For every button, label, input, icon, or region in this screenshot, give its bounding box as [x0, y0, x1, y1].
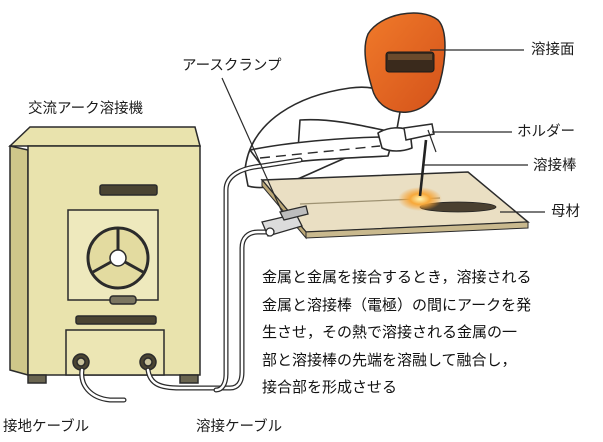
electrode-holder-icon [403, 123, 437, 197]
description-line: 金属と溶接棒（電極）の間にアークを発 [262, 295, 532, 314]
description-line: 部と溶接棒の先端を溶融して融合し， [262, 350, 517, 369]
electrode-rod [418, 139, 428, 197]
ground-cable-label: 接地ケーブル [3, 419, 90, 435]
machine-label: 交流アーク溶接機 [28, 101, 144, 117]
base-metal-label: 母材 [551, 204, 580, 220]
base-metal-plate [260, 171, 530, 240]
ac-arc-welding-machine [8, 126, 201, 384]
electrode-label: 溶接棒 [533, 158, 577, 174]
description-line: 生させ，その熱で溶接される金属の一 [262, 323, 518, 341]
description-line: 接合部を形成させる [262, 378, 398, 396]
holder-label: ホルダー [517, 124, 575, 140]
arc-spark [398, 187, 442, 211]
welding-cable-label: 溶接ケーブル [196, 419, 283, 435]
earth-clamp-icon [261, 205, 309, 237]
description-line: 金属と金属を接合するとき，溶接される [262, 268, 532, 286]
face-shield-label: 溶接面 [531, 42, 575, 58]
face-shield-icon [364, 12, 446, 113]
cables [79, 157, 303, 403]
description-text: 金属と金属を接合するとき，溶接される 金属と溶接棒（電極）の間にアークを発 生さ… [262, 264, 602, 402]
leader-lines [221, 49, 545, 213]
earth-clamp-label: アースクランプ [182, 58, 282, 74]
